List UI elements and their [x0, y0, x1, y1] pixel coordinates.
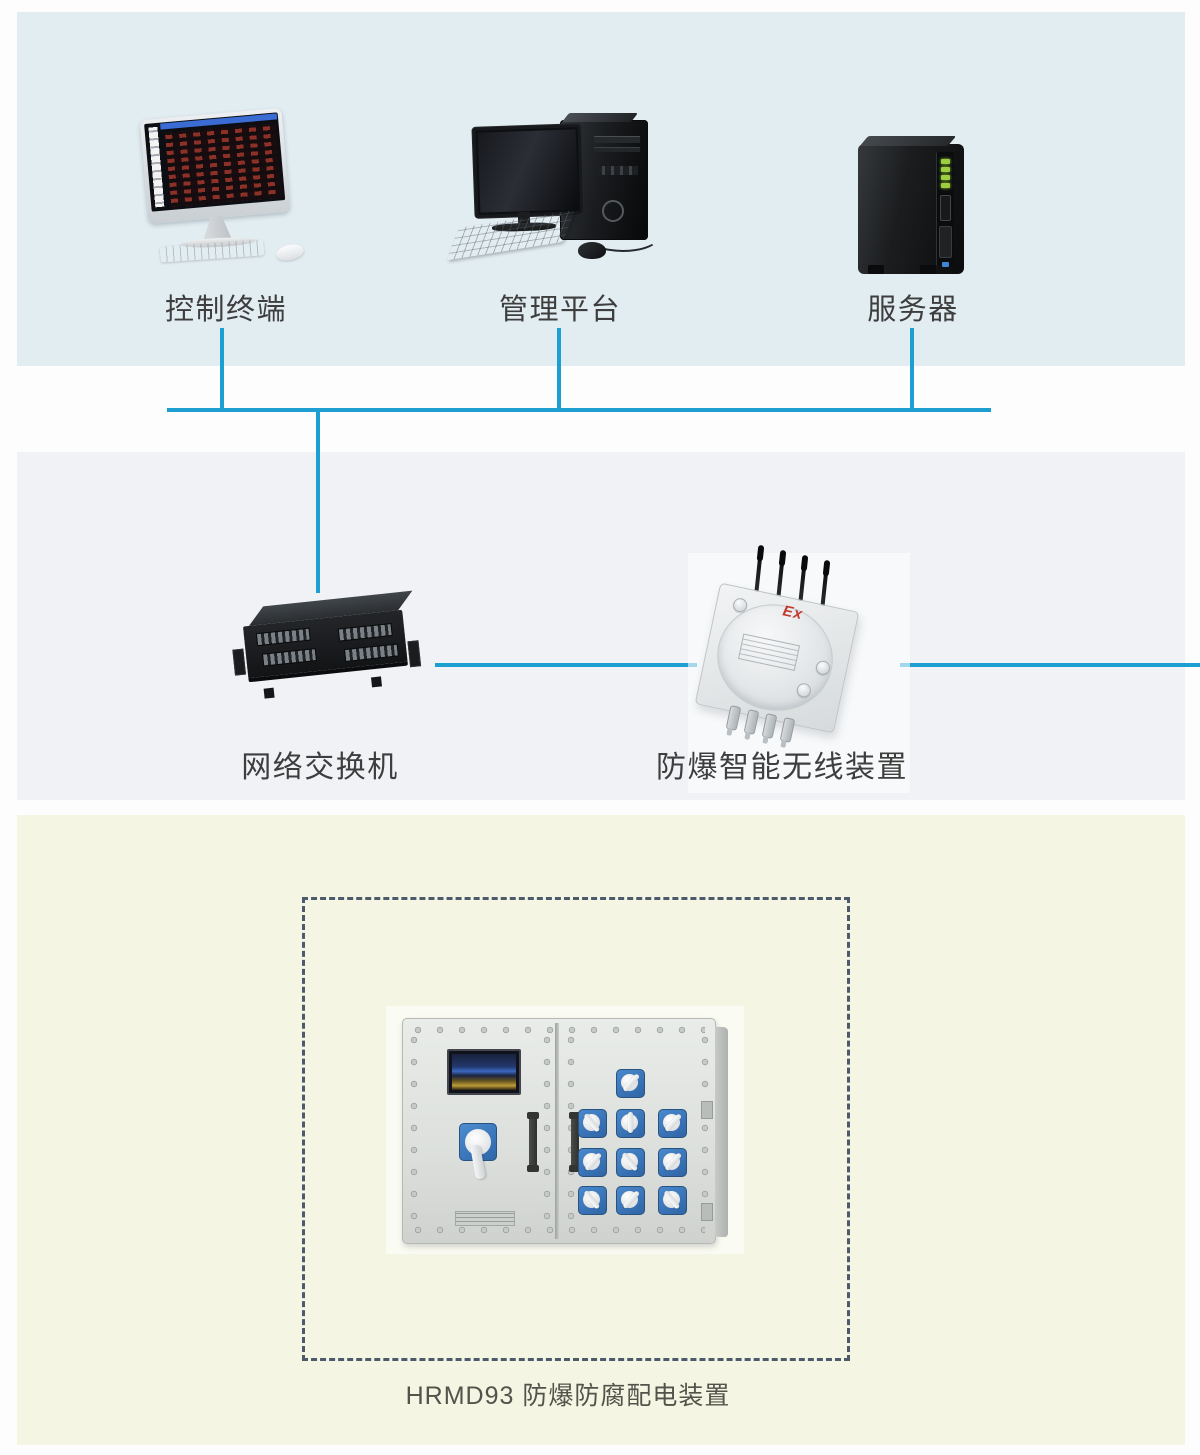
management-platform-label: 管理平台	[498, 294, 621, 326]
monitor-frame	[139, 108, 291, 224]
keyboard	[159, 239, 265, 263]
explosion-proof-wireless-illustration: Ex	[694, 548, 873, 743]
breaker-knob	[616, 1148, 645, 1177]
distribution-box-label: HRMD93 防爆防腐配电装置	[405, 1382, 731, 1410]
power-led	[942, 262, 949, 267]
front-io-ports	[596, 166, 638, 175]
door-divider	[555, 1023, 559, 1239]
port-group	[261, 648, 317, 667]
status-led	[941, 175, 950, 180]
port-group	[255, 627, 311, 647]
server-front-strip	[936, 152, 954, 267]
breaker-knob	[616, 1186, 645, 1215]
scada-sidebar	[145, 123, 168, 211]
bolt-column	[700, 1035, 710, 1225]
control-terminal-illustration	[139, 108, 306, 263]
cabinet-nameplate	[455, 1211, 515, 1226]
bolt-row	[413, 1225, 705, 1235]
cabinet-display-window	[447, 1049, 521, 1095]
pc-mouse	[578, 242, 606, 259]
wireless-enclosure: Ex	[694, 582, 860, 734]
breaker-knob	[578, 1148, 607, 1177]
cabinet-body	[402, 1018, 728, 1244]
door-handle	[569, 1112, 581, 1172]
management-platform-illustration	[446, 110, 663, 261]
breaker-knob	[658, 1186, 687, 1215]
breaker-knob	[616, 1069, 645, 1098]
switch-front-face	[242, 609, 408, 679]
connector-control-terminal	[220, 328, 224, 410]
wireless-device-label: 防爆智能无线装置	[656, 751, 908, 784]
door-latch	[701, 1101, 713, 1119]
mouse-cable	[586, 220, 660, 252]
connector-bus	[167, 408, 991, 412]
bolt-column	[409, 1035, 419, 1225]
server-label: 服务器	[867, 294, 959, 326]
connector-switch-to-wireless	[435, 663, 697, 667]
server-body	[858, 144, 964, 274]
scada-data-grid	[164, 123, 282, 207]
status-led	[941, 159, 950, 164]
middle-section-panel	[17, 452, 1185, 800]
distribution-dashed-zone	[302, 897, 850, 1361]
bolt-row	[413, 1025, 705, 1035]
network-switch-illustration	[232, 590, 422, 699]
server-foot	[920, 265, 936, 274]
breaker-knob	[658, 1148, 687, 1177]
network-switch-label: 网络交换机	[241, 751, 399, 784]
breaker-knob	[658, 1109, 687, 1138]
brand-logo	[602, 200, 624, 222]
distribution-box-illustration	[386, 1006, 744, 1254]
door-latch	[701, 1203, 713, 1221]
pc-keyboard	[446, 209, 576, 261]
switch-leg	[371, 676, 383, 688]
breaker-knob	[578, 1109, 607, 1138]
connector-switch-drop	[316, 411, 320, 593]
pc-monitor	[472, 124, 584, 218]
server-foot	[868, 265, 884, 274]
door-handle	[527, 1112, 539, 1172]
optical-drive	[594, 136, 640, 143]
switch-chassis	[232, 607, 422, 699]
mouse	[274, 242, 306, 263]
status-led	[941, 183, 950, 188]
bolt-column	[542, 1035, 552, 1225]
connector-server	[910, 328, 914, 410]
breaker-knob	[616, 1109, 645, 1138]
monitor-screen	[144, 112, 286, 212]
connector-wireless-to-edge	[900, 663, 1200, 667]
breaker-knob	[578, 1186, 607, 1215]
status-led	[941, 167, 950, 172]
connector-management-platform	[557, 328, 561, 410]
port-group	[343, 643, 399, 663]
switch-leg	[263, 687, 275, 699]
optical-drive-2	[594, 147, 640, 152]
usb-slot	[940, 195, 951, 221]
cabinet-side-face	[715, 1026, 728, 1238]
drive-bay	[939, 226, 952, 258]
server-illustration	[856, 134, 976, 286]
control-terminal-label: 控制终端	[164, 294, 287, 326]
port-group	[337, 623, 393, 642]
rack-ear	[232, 648, 247, 676]
